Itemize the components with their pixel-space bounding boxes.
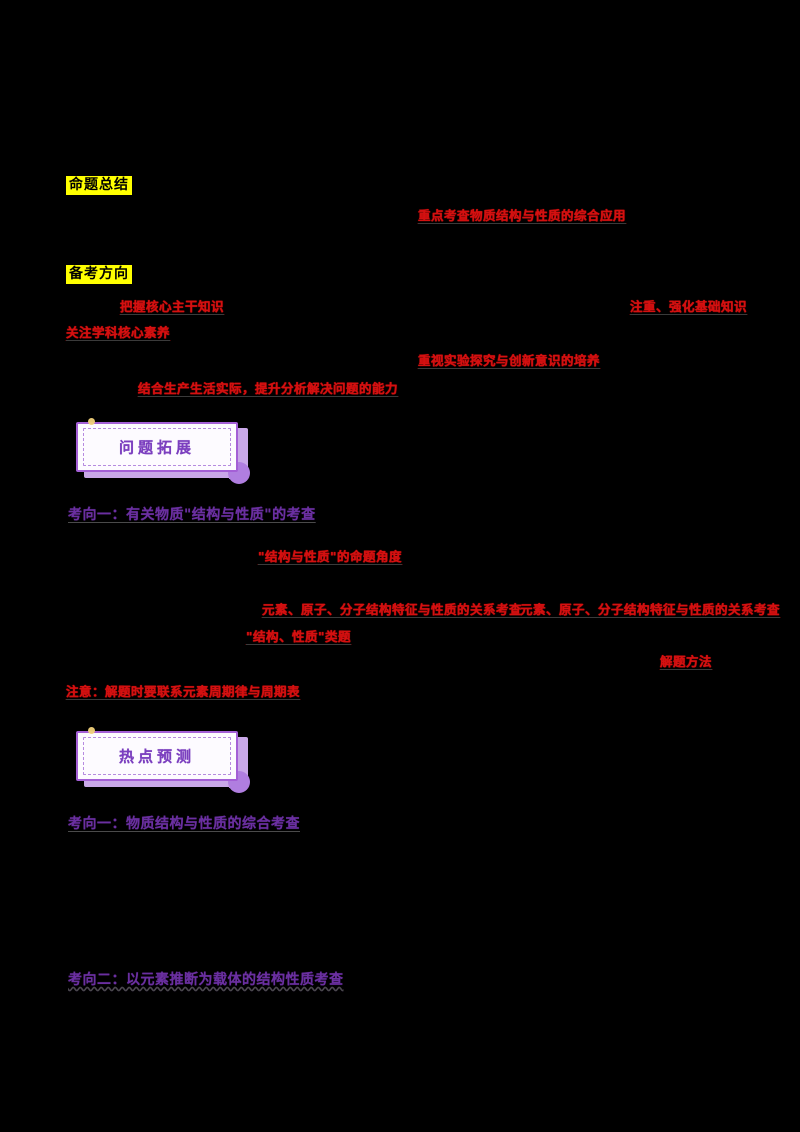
problem-extension-line-1: 考向一：有关物质"结构与性质"的考查 xyxy=(68,507,316,523)
hotspot-prediction-line-1: 考向一：物质结构与性质的综合考查 xyxy=(68,816,300,832)
label-box-panel-2: 热点预测 xyxy=(76,731,238,781)
label-box-dot-icon xyxy=(88,418,95,425)
label-box-problem-extension: 问题拓展 xyxy=(70,418,250,484)
problem-extension-line-3b: 元素、原子、分子结构特征与性质的关系考查 xyxy=(520,602,781,617)
problem-extension-line-2: "结构与性质"的命题角度 xyxy=(258,549,403,564)
hotspot-prediction-line-2: 考向二：以元素推断为载体的结构性质考查 xyxy=(68,972,344,988)
label-box-panel: 问题拓展 xyxy=(76,422,238,472)
proposition-summary-line-1: 重点考查物质结构与性质的综合应用 xyxy=(418,208,627,223)
label-box-hotspot-prediction: 热点预测 xyxy=(70,727,250,793)
label-box-dot-icon-2 xyxy=(88,727,95,734)
exam-prep-line-5: 结合生产生活实际，提升分析解决问题的能力 xyxy=(138,381,399,396)
label-box-text-problem-extension: 问题拓展 xyxy=(118,438,195,457)
exam-prep-line-4: 重视实验探究与创新意识的培养 xyxy=(418,353,601,368)
label-box-text-hotspot-prediction: 热点预测 xyxy=(118,747,195,766)
exam-prep-line-3: 关注学科核心素养 xyxy=(66,325,171,340)
problem-extension-line-4: "结构、性质"类题 xyxy=(246,629,352,644)
problem-extension-line-6: 注意：解题时要联系元素周期律与周期表 xyxy=(66,684,301,699)
exam-prep-line-2: 注重、强化基础知识 xyxy=(630,299,748,314)
problem-extension-line-3a: 元素、原子、分子结构特征与性质的关系考查 xyxy=(262,602,523,617)
section-header-exam-prep-direction: 备考方向 xyxy=(66,265,132,284)
exam-prep-line-1: 把握核心主干知识 xyxy=(120,299,225,314)
problem-extension-line-5: 解题方法 xyxy=(660,654,713,669)
label-box-dashed-border-2 xyxy=(83,737,231,775)
label-box-dashed-border xyxy=(83,428,231,466)
section-header-proposition-summary: 命题总结 xyxy=(66,176,132,195)
